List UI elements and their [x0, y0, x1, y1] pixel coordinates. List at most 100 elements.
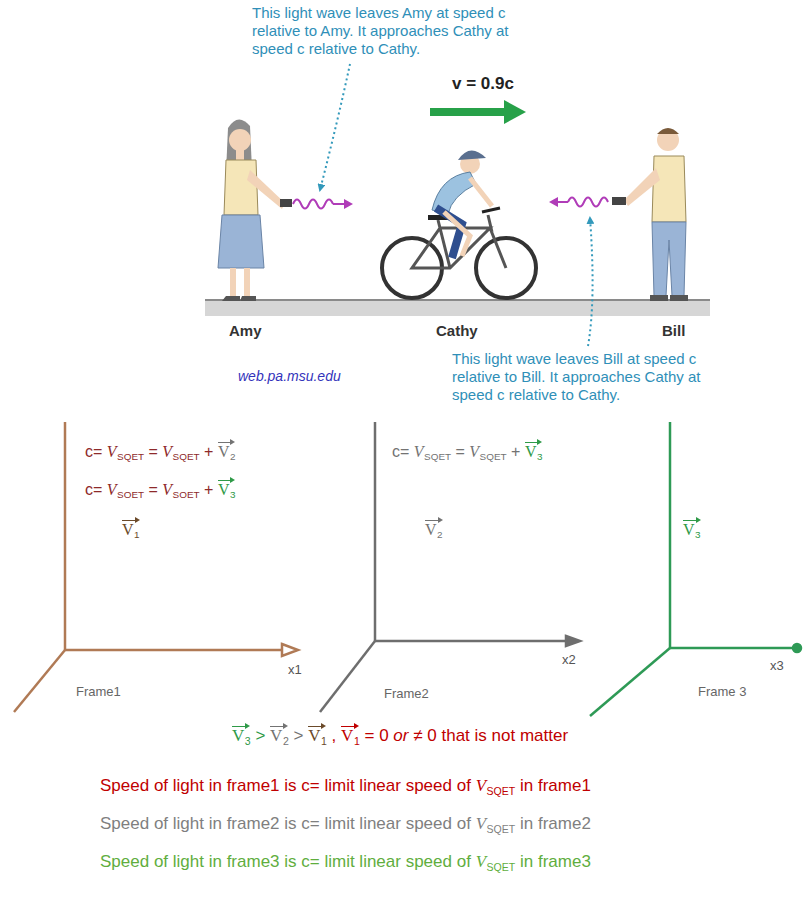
- formula: =: [149, 480, 158, 499]
- velocity-label-row: v = 0.9c: [452, 74, 514, 94]
- velocity-arrow: [430, 100, 526, 124]
- formula: V: [107, 480, 117, 499]
- statement-row: Speed of light in frame3 is c= limit lin…: [100, 852, 591, 873]
- condition: 3: [245, 735, 251, 748]
- axis-label-row: x2: [562, 652, 576, 668]
- formula: V: [525, 442, 537, 461]
- amy-figure: [218, 119, 292, 301]
- formula: =: [456, 442, 465, 461]
- formula: +: [511, 442, 520, 461]
- formula: c=: [392, 442, 409, 461]
- leader-line: [320, 64, 350, 190]
- axis-label: x3: [770, 658, 784, 674]
- callout-note: This light wave leaves Amy at speed c re…: [252, 4, 544, 58]
- formula: V: [414, 442, 424, 461]
- callout-note: This light wave leaves Bill at speed c r…: [452, 350, 744, 404]
- source-credit: web.pa.msu.edu: [238, 368, 341, 385]
- formula: +: [204, 480, 213, 499]
- statement: V: [476, 776, 486, 796]
- person-name: Amy: [229, 322, 262, 340]
- formula: +: [204, 442, 213, 461]
- condition-row: V3>V2>V1,V1= 0or≠ 0 that is not matter: [232, 726, 568, 747]
- formula: V: [162, 442, 172, 461]
- condition: ,: [332, 726, 337, 746]
- velocity-vector: 1: [134, 529, 140, 541]
- condition: V: [341, 726, 353, 746]
- statement: Speed of light in frame2 is c= limit lin…: [100, 814, 471, 834]
- condition: = 0: [364, 726, 388, 746]
- axis-label: x1: [288, 662, 302, 678]
- condition: ≠ 0 that is not matter: [413, 726, 568, 746]
- frame-label-row: Frame1: [76, 684, 121, 700]
- formula: V: [162, 480, 172, 499]
- formula: SQET: [480, 451, 507, 463]
- frame-label-row: Frame 3: [698, 684, 746, 700]
- person-name: Cathy: [436, 322, 478, 340]
- statement: V: [476, 814, 486, 834]
- condition: 2: [283, 735, 289, 748]
- person-name-row: Amy: [229, 322, 262, 340]
- light-wave: [293, 199, 353, 209]
- frame-label-row: Frame2: [384, 686, 429, 702]
- frame-label: Frame2: [384, 686, 429, 702]
- formula: SQET: [117, 451, 144, 463]
- condition: or: [393, 726, 408, 746]
- formula: V: [218, 480, 230, 499]
- formula: V: [218, 442, 230, 461]
- velocity-vector-row: V1: [122, 520, 140, 541]
- statement: Speed of light in frame3 is c= limit lin…: [100, 852, 471, 872]
- statement: V: [476, 852, 486, 872]
- formula: 3: [230, 489, 236, 501]
- formula-row: c=VSOET=VSOET+V3: [85, 480, 235, 501]
- axis-label: x2: [562, 652, 576, 668]
- formula: SOET: [173, 489, 200, 501]
- formula-row: c=VSQET=VSQET+V2: [85, 442, 235, 463]
- statement: SQET: [487, 785, 516, 798]
- formula: SOET: [117, 489, 144, 501]
- axis-label-row: x1: [288, 662, 302, 678]
- statement: Speed of light in frame1 is c= limit lin…: [100, 776, 471, 796]
- statement: SQET: [487, 823, 516, 836]
- condition: >: [294, 726, 304, 746]
- statement-row: Speed of light in frame1 is c= limit lin…: [100, 776, 591, 797]
- statement: in frame1: [520, 776, 591, 796]
- formula: c=: [85, 442, 102, 461]
- formula: =: [149, 442, 158, 461]
- formula-row: c=VSQET=VSQET+V3: [392, 442, 542, 463]
- velocity-vector-row: V3: [683, 520, 701, 541]
- leader-line: [588, 218, 593, 346]
- formula: SQET: [173, 451, 200, 463]
- axis-label-row: x3: [770, 658, 784, 674]
- frame-label: Frame 3: [698, 684, 746, 700]
- velocity-vector-row: V2: [425, 520, 443, 541]
- formula: c=: [85, 480, 102, 499]
- condition: 1: [321, 735, 327, 748]
- statement: SQET: [487, 861, 516, 874]
- velocity-vector: V: [683, 520, 695, 539]
- bill-figure: [612, 128, 688, 301]
- light-wave: [549, 197, 608, 207]
- velocity-vector: 2: [437, 529, 443, 541]
- formula: 2: [230, 451, 236, 463]
- condition: V: [232, 726, 244, 746]
- formula: SQET: [424, 451, 451, 463]
- condition: 1: [354, 735, 360, 748]
- person-name-row: Bill: [662, 322, 685, 340]
- statement: in frame2: [520, 814, 591, 834]
- statement: in frame3: [520, 852, 591, 872]
- cathy-cyclist: [382, 150, 536, 298]
- formula: 3: [537, 451, 543, 463]
- callout-note-row: This light wave leaves Bill at speed c r…: [452, 350, 744, 404]
- velocity-vector: V: [425, 520, 437, 539]
- condition: V: [308, 726, 320, 746]
- velocity-vector: V: [122, 520, 134, 539]
- frame-axes: [590, 422, 801, 716]
- statement-row: Speed of light in frame2 is c= limit lin…: [100, 814, 591, 835]
- frame-axes: [14, 422, 298, 712]
- condition: >: [255, 726, 265, 746]
- frame-axes: [320, 422, 580, 712]
- person-name-row: Cathy: [436, 322, 478, 340]
- condition: V: [270, 726, 282, 746]
- callout-note-row: This light wave leaves Amy at speed c re…: [252, 4, 544, 58]
- person-name: Bill: [662, 322, 685, 340]
